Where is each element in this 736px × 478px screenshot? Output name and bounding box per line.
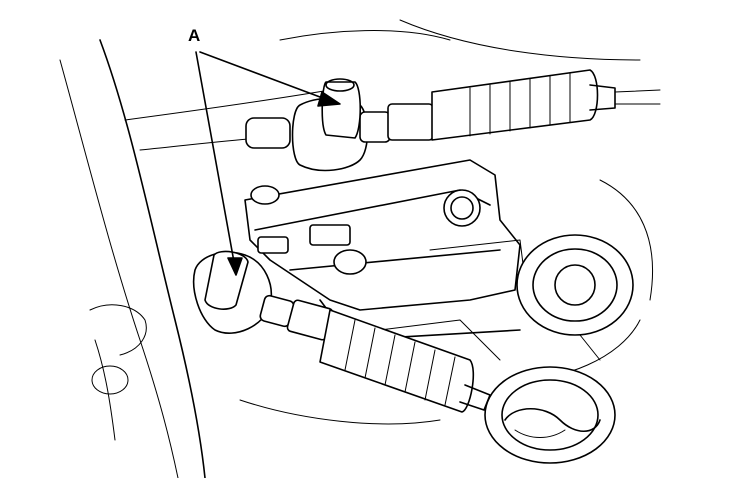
chassis-outline xyxy=(59,19,654,478)
callout-arrows xyxy=(195,51,341,276)
lower-left-detail xyxy=(89,304,147,441)
bolt-head-right xyxy=(443,189,481,227)
bracket-bolts xyxy=(250,185,481,275)
lower-cable-boot xyxy=(319,309,475,413)
bolt-head-mid xyxy=(309,224,351,246)
bolt-head-center xyxy=(333,249,367,275)
callout-arrow-upper xyxy=(199,51,329,101)
retaining-clip xyxy=(504,408,601,433)
upper-cable xyxy=(245,69,661,172)
upper-cable-boot xyxy=(431,69,599,141)
callout-arrow-lower xyxy=(195,51,235,263)
bolt-head-upper-left xyxy=(250,185,280,205)
callout-label-a: A xyxy=(188,26,201,45)
bolt-head-mid-left xyxy=(257,236,289,254)
pulley-boss xyxy=(516,234,634,336)
lower-pulley xyxy=(484,366,616,464)
lower-cable xyxy=(192,250,491,413)
upper-cable-ferrule xyxy=(359,111,391,143)
upper-cable-end-collar xyxy=(245,117,291,149)
